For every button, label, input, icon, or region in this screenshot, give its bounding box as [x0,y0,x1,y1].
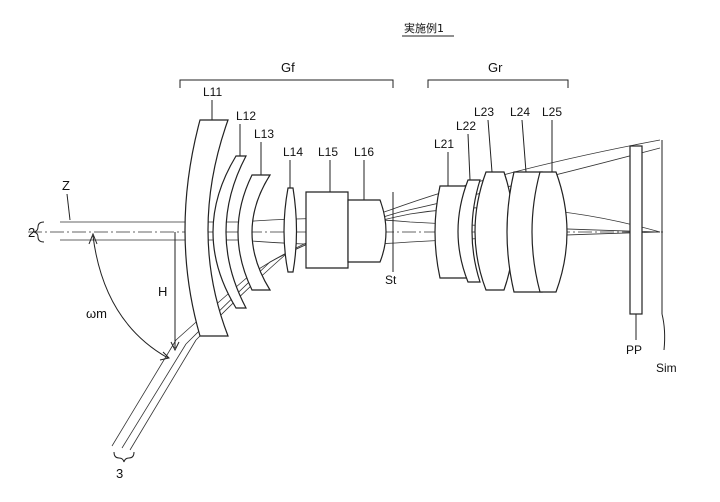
image-plane-label: Sim [656,361,677,375]
lens-l22-label: L22 [456,119,476,133]
plate-pp [629,145,643,315]
figure-title: 実施例1 [404,21,444,35]
image-plane-leader [661,313,666,351]
lens-l13-label: L13 [254,127,274,141]
height-arrow [170,341,180,352]
lens-l25-label: L25 [542,105,562,119]
angle-arrow-bottom [159,351,170,361]
lens-l22-leader [467,133,471,181]
chief-ray-lower [195,207,661,341]
group-rear-label: Gr [488,60,503,75]
group-front-bracket [179,79,394,88]
plate-pp-label: PP [626,343,642,357]
lens-l11-label: L11 [203,85,222,99]
marker-3-brace [113,451,135,463]
angle-label: ωm [86,306,107,321]
lens-l14-label: L14 [283,145,303,159]
lens-l15 [305,191,349,269]
lens-l12-label: L12 [236,109,256,123]
lens-l24-label: L24 [510,105,530,119]
lens-l16 [347,199,387,263]
angle-arrow-top [88,232,98,245]
lens-l13 [237,174,272,291]
lens-l15-label: L15 [318,145,338,159]
lens-l23-label: L23 [474,105,494,119]
angle-arc [92,235,169,359]
oblique-ray-2 [121,343,187,449]
lens-l12 [212,155,247,309]
lens-l23-leader [487,119,493,173]
marker-3-label: 3 [116,466,123,481]
axial-ray-upper [239,218,661,233]
lens-l24-leader [521,119,527,173]
axis-label: Z [62,178,70,193]
stop-label: St [385,273,397,287]
axis-leader [66,193,71,221]
marker-2-brace [33,221,45,243]
lens-l22 [457,179,481,283]
height-label: H [158,284,167,299]
oblique-ray-3 [129,339,197,451]
lens-l16-label: L16 [354,145,374,159]
marker-2-label: 2 [28,225,35,240]
oblique-ray-1 [111,339,177,447]
group-rear-bracket [427,79,569,88]
lens-l11 [184,119,229,337]
lens-l25 [531,171,568,293]
lens-l21-label: L21 [434,137,454,151]
lens-l14 [283,187,298,273]
group-front-label: Gf [281,60,295,75]
axial-ray-lower [239,231,661,245]
